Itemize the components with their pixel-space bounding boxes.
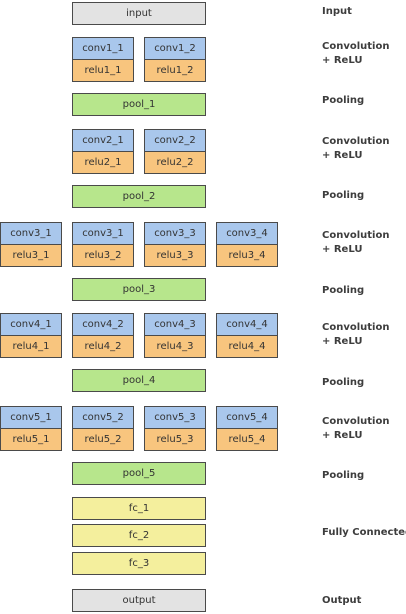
conv-block: conv3_4: [216, 222, 278, 245]
relu-block: relu1_2: [144, 59, 206, 82]
label-conv-relu: Convolution + ReLU: [322, 135, 389, 163]
relu-block: relu5_4: [216, 428, 278, 451]
conv-block: conv4_4: [216, 313, 278, 336]
label-conv-relu: Convolution + ReLU: [322, 415, 389, 443]
conv-block: conv1_2: [144, 37, 206, 60]
label-pooling: Pooling: [322, 470, 365, 481]
relu-block: relu5_3: [144, 428, 206, 451]
label-conv-line2: + ReLU: [322, 244, 363, 255]
label-pooling: Pooling: [322, 377, 365, 388]
label-conv-line2: + ReLU: [322, 336, 363, 347]
label-conv-line1: Convolution: [322, 322, 390, 333]
pool-block: pool_5: [72, 462, 206, 485]
label-conv-relu: Convolution + ReLU: [322, 229, 389, 257]
conv-block: conv5_1: [0, 406, 62, 429]
conv-block: conv5_2: [72, 406, 134, 429]
relu-block: relu4_1: [0, 335, 62, 358]
conv-block: conv2_1: [72, 129, 134, 152]
label-conv-relu: Convolution + ReLU: [322, 40, 389, 68]
relu-block: relu5_2: [72, 428, 134, 451]
relu-block: relu3_4: [216, 244, 278, 267]
label-conv-line2: + ReLU: [322, 430, 363, 441]
relu-block: relu3_2: [72, 244, 134, 267]
conv-block: conv2_2: [144, 129, 206, 152]
input-block: input: [72, 2, 206, 25]
relu-block: relu3_1: [0, 244, 62, 267]
label-conv-line2: + ReLU: [322, 55, 363, 66]
label-conv-line1: Convolution: [322, 41, 390, 52]
label-pooling: Pooling: [322, 190, 365, 201]
label-output: Output: [322, 595, 362, 606]
pool-block: pool_1: [72, 93, 206, 116]
pool-block: pool_2: [72, 185, 206, 208]
label-fully-connected: Fully Connected: [322, 527, 406, 538]
label-conv-line1: Convolution: [322, 136, 390, 147]
relu-block: relu4_3: [144, 335, 206, 358]
relu-block: relu4_2: [72, 335, 134, 358]
pool-block: pool_3: [72, 278, 206, 301]
conv-block: conv4_2: [72, 313, 134, 336]
relu-block: relu3_3: [144, 244, 206, 267]
relu-block: relu5_1: [0, 428, 62, 451]
label-conv-line2: + ReLU: [322, 150, 363, 161]
conv-block: conv3_3: [144, 222, 206, 245]
relu-block: relu2_2: [144, 151, 206, 174]
label-conv-line1: Convolution: [322, 416, 390, 427]
fc-block: fc_3: [72, 552, 206, 575]
label-conv-relu: Convolution + ReLU: [322, 321, 389, 349]
fc-block: fc_1: [72, 497, 206, 520]
relu-block: relu1_1: [72, 59, 134, 82]
output-block: output: [72, 589, 206, 612]
label-pooling: Pooling: [322, 285, 365, 296]
label-input: Input: [322, 6, 352, 17]
conv-block: conv3_1: [0, 222, 62, 245]
label-conv-line1: Convolution: [322, 230, 390, 241]
conv-block: conv4_3: [144, 313, 206, 336]
conv-block: conv1_1: [72, 37, 134, 60]
conv-block: conv5_3: [144, 406, 206, 429]
relu-block: relu2_1: [72, 151, 134, 174]
relu-block: relu4_4: [216, 335, 278, 358]
label-pooling: Pooling: [322, 95, 365, 106]
conv-block: conv5_4: [216, 406, 278, 429]
fc-block: fc_2: [72, 524, 206, 547]
conv-block: conv3_1: [72, 222, 134, 245]
conv-block: conv4_1: [0, 313, 62, 336]
pool-block: pool_4: [72, 369, 206, 392]
